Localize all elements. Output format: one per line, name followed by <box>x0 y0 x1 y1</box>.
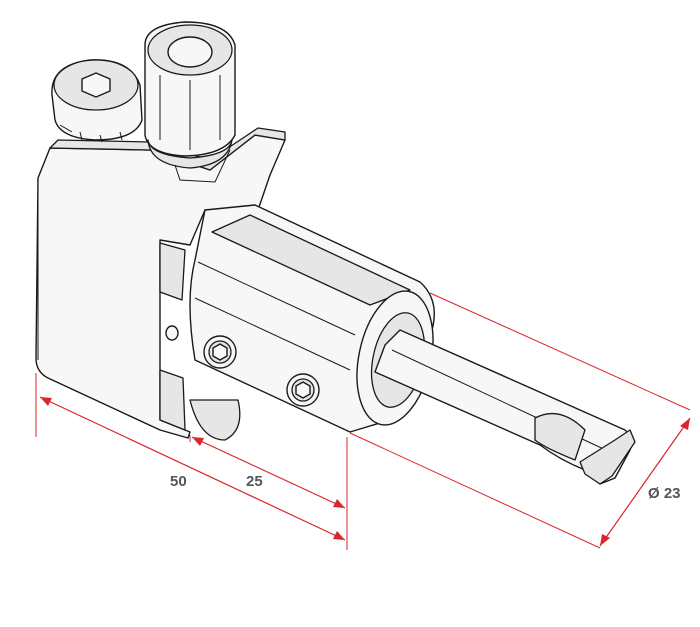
clamp-screw-head <box>51 59 143 143</box>
boring-bar <box>374 329 636 485</box>
set-screw-2 <box>286 373 320 407</box>
cylinder-sleeve <box>189 204 435 441</box>
dimension-label-25: 25 <box>246 473 263 490</box>
dimension-label-diameter: Ø 23 <box>648 485 681 502</box>
dimension-half <box>189 435 346 509</box>
set-screw-1 <box>203 335 237 369</box>
hex-cap-screw <box>144 21 236 183</box>
dimension-diameter <box>349 292 691 549</box>
dimension-label-50: 50 <box>170 473 187 490</box>
dimension-overall <box>35 373 348 550</box>
